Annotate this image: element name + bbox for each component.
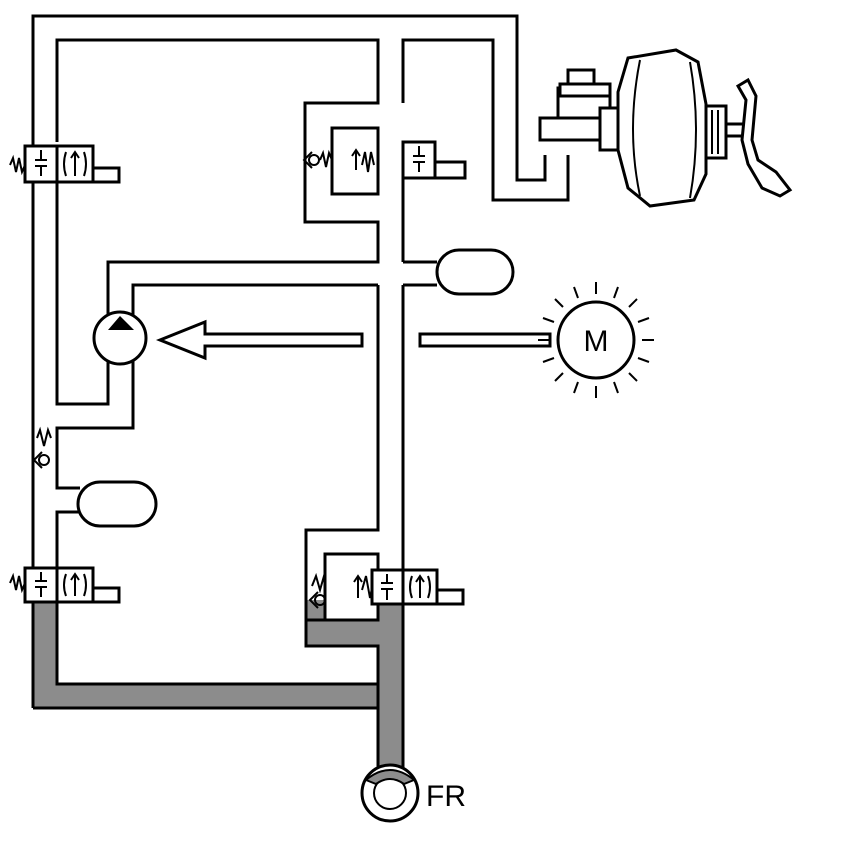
wheel-cylinder-icon: FR — [360, 763, 466, 823]
lower-right-solenoid-valve — [370, 568, 465, 606]
upper-left-solenoid-valve — [9, 144, 121, 184]
brake-pedal-icon — [735, 77, 793, 198]
drive-arrow — [155, 319, 552, 361]
lower-left-check-valve — [32, 426, 52, 469]
wheel-label: FR — [426, 780, 466, 813]
motor-label: M — [584, 325, 609, 358]
upper-middle-valve — [330, 126, 380, 196]
upper-right-solenoid-valve — [401, 140, 467, 180]
pressurized-fluid-paths — [33, 600, 403, 770]
pump-icon — [92, 310, 148, 366]
motor-icon: M — [538, 282, 654, 398]
lower-left-solenoid-valve — [9, 566, 121, 604]
master-cylinder-booster-icon — [538, 48, 752, 208]
lower-accumulator-icon — [76, 480, 158, 528]
main-pipe-network — [31, 14, 570, 770]
upper-check-valve — [302, 149, 333, 169]
lower-middle-valve — [323, 552, 380, 622]
upper-accumulator-icon — [435, 248, 515, 296]
